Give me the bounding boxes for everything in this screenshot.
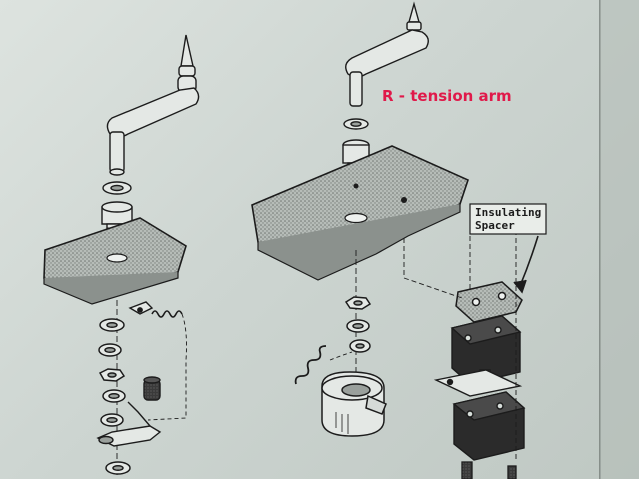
right-crank-arm xyxy=(345,1,429,107)
insulating-spacer xyxy=(455,281,523,323)
lower-microswitch xyxy=(452,391,526,461)
insulating-label-line2: Spacer xyxy=(475,219,515,232)
left-tension-spring xyxy=(147,310,187,421)
right-upper-washer xyxy=(343,118,369,130)
upper-microswitch xyxy=(450,315,522,385)
r-tension-arm-label: R - tension arm xyxy=(382,87,512,105)
left-mounting-plate xyxy=(43,217,187,305)
right-washer-stack xyxy=(344,296,372,353)
mounting-screws xyxy=(461,461,517,479)
insulating-label-line1: Insulating xyxy=(475,206,541,219)
left-set-screw xyxy=(143,376,161,401)
right-collar-clamp xyxy=(321,371,387,437)
right-coil-spring xyxy=(294,345,353,385)
left-tension-bracket xyxy=(96,401,162,447)
left-crank-arm xyxy=(106,34,200,176)
left-upper-washer xyxy=(102,181,132,195)
insulating-spacer-callout: Insulating Spacer xyxy=(469,203,547,235)
switch-actuator-plate xyxy=(433,369,523,397)
page-edge xyxy=(599,0,639,479)
left-washer-stack xyxy=(98,318,131,475)
spacer-leader-lines xyxy=(403,212,539,462)
left-spring-hook xyxy=(128,301,154,315)
right-mounting-plate xyxy=(251,145,469,281)
